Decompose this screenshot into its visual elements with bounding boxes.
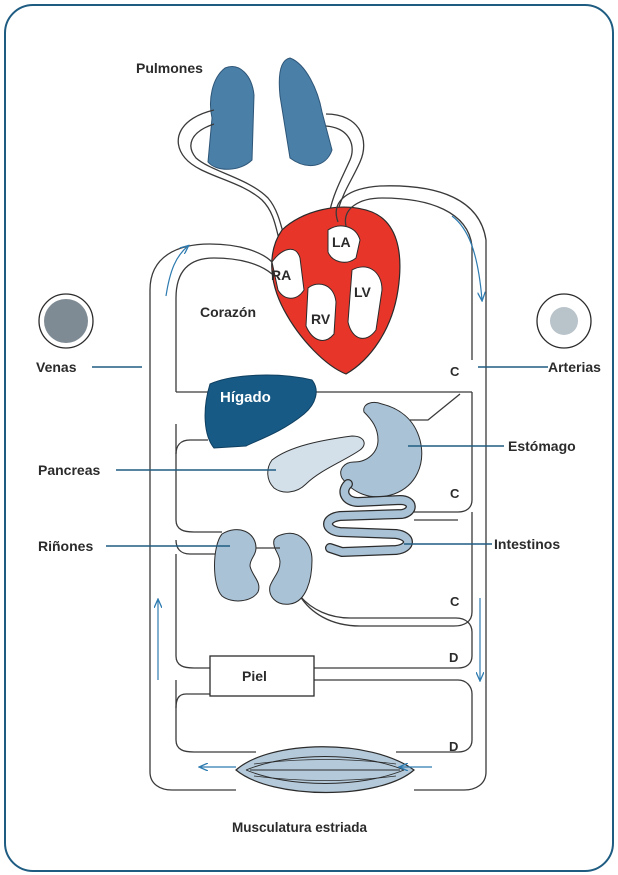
venous-blood-disc — [39, 294, 93, 348]
label-heart: Corazón — [200, 304, 256, 320]
label-lungs: Pulmones — [136, 60, 203, 76]
label-chamber-ra: RA — [271, 267, 291, 283]
marker-c-3: C — [450, 594, 460, 609]
marker-c-2: C — [450, 486, 460, 501]
label-veins: Venas — [36, 359, 77, 375]
label-stomach: Estómago — [508, 438, 576, 454]
label-kidneys: Riñones — [38, 538, 93, 554]
marker-c-1: C — [450, 364, 460, 379]
label-intestines: Intestinos — [494, 536, 560, 552]
marker-d-1: D — [449, 650, 458, 665]
label-chamber-rv: RV — [311, 311, 331, 327]
label-chamber-lv: LV — [354, 284, 372, 300]
label-pancreas: Pancreas — [38, 462, 100, 478]
label-muscle: Musculatura estriada — [232, 820, 368, 835]
label-chamber-la: LA — [332, 234, 351, 250]
label-skin: Piel — [242, 668, 267, 684]
marker-d-2: D — [449, 739, 458, 754]
label-liver: Hígado — [220, 389, 271, 406]
label-arteries: Arterias — [548, 359, 601, 375]
arterial-blood-disc — [537, 294, 591, 348]
